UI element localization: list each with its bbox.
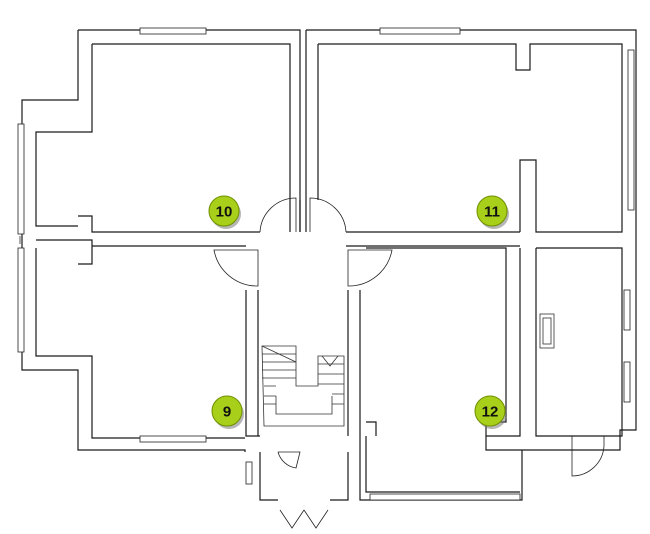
fireplace: [539, 313, 555, 349]
room-badge-10: 10: [208, 195, 241, 229]
room-number-11: 11: [484, 204, 500, 221]
badge-circle: [474, 395, 506, 427]
badge-circle: [208, 195, 240, 227]
staircase: [261, 345, 345, 427]
room-number-10: 10: [216, 204, 233, 221]
room-badge-11: 11: [476, 195, 509, 229]
room-number-12: 12: [482, 404, 499, 421]
doors: [213, 197, 605, 529]
windows: [17, 27, 635, 501]
badge-circle: [211, 395, 243, 427]
interior-walls: [19, 30, 520, 265]
room-badge-12: 12: [474, 395, 507, 429]
outer-walls: [21, 29, 637, 501]
room-number-9: 9: [223, 404, 231, 421]
badge-circle: [476, 195, 508, 227]
room-badge-9: 9: [211, 395, 244, 429]
